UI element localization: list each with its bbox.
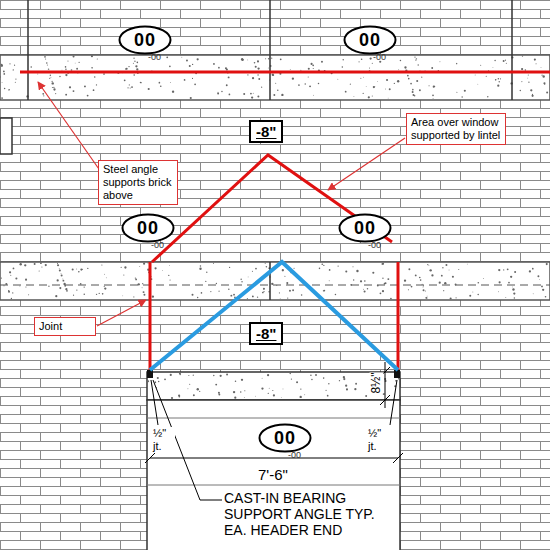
note-box: Area over window supported by lintel [406, 113, 506, 145]
callout-bubble: 00-00 [338, 213, 392, 243]
callout-bubble: 00-00 [118, 25, 172, 55]
sheet-number: -00 [148, 52, 161, 62]
note-text: Area over window supported by lintel [411, 116, 501, 142]
dimensions [145, 362, 403, 500]
sheet-number: -00 [151, 240, 164, 250]
elevation-tag: -8" [249, 120, 283, 143]
callout-number: 00 [121, 213, 175, 243]
joint-dimension: ½" jt. [153, 427, 175, 453]
lintel-load-triangle [150, 262, 398, 370]
elevation-value: -8" [256, 325, 276, 342]
callout-bubble: 00-00 [343, 25, 397, 55]
callout-number: 00 [343, 25, 397, 55]
red-markup [20, 72, 550, 370]
leader-arrows [38, 82, 405, 326]
concrete-stipple [0, 55, 550, 399]
elevation-value: -8" [256, 123, 276, 140]
dimension-text: 7'-6" [258, 466, 288, 483]
callout-number: 00 [118, 25, 172, 55]
callout-number: 00 [338, 213, 392, 243]
elevation-tag: -8" [249, 322, 283, 345]
dimension-text: 8½" [369, 373, 383, 394]
joints [0, 0, 512, 300]
precast-bands [0, 55, 550, 550]
note-text: CAST-IN BEARING SUPPORT ANGLE TYP. EA. H… [224, 490, 394, 538]
sheet-number: -00 [368, 240, 381, 250]
sheet-number: -00 [373, 52, 386, 62]
joint-dimension: ½" jt. [368, 427, 390, 453]
note-text: Joint [39, 320, 91, 333]
note-box: Steel angle supports brick above [98, 160, 178, 205]
note-box: Joint [34, 317, 96, 336]
sheet-number: -00 [288, 450, 301, 460]
bearing-angles [147, 370, 400, 378]
note-text: Steel angle supports brick above [103, 163, 173, 202]
callout-bubble: 00-00 [121, 213, 175, 243]
callout-bubble: 00-00 [258, 423, 312, 453]
callout-number: 00 [258, 423, 312, 453]
